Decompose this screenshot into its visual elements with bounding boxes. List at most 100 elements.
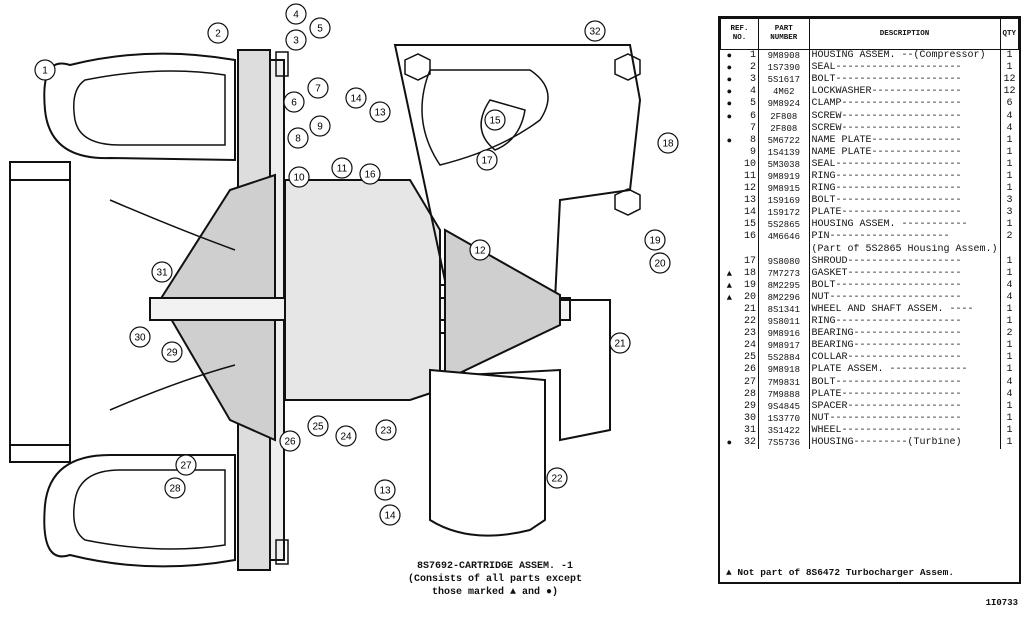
row-qty: 3 [1006, 195, 1013, 207]
callout-circle [345, 87, 367, 109]
row-ref-no: 8 [738, 134, 760, 147]
callout-number: 12 [474, 246, 486, 257]
row-description: WHEEL-------------------- [809, 424, 1001, 437]
row-ref-no: 4 [738, 86, 760, 99]
row-part-number: 9M8916 [758, 328, 810, 341]
row-part-number: 9M8918 [758, 364, 810, 377]
row-description: (Part of 5S2865 Housing Assem.) [809, 243, 1001, 256]
callout-circle [164, 477, 186, 499]
row-ref-no: 9 [738, 146, 760, 159]
callout-circle [584, 20, 606, 42]
callout-number: 8 [295, 134, 301, 145]
callout-number: 24 [340, 432, 352, 443]
row-marker [721, 389, 739, 401]
row-qty: 1 [1006, 364, 1013, 376]
row-part-number: 5S2865 [758, 219, 810, 232]
row-description: SEAL--------------------- [809, 62, 1001, 75]
callout-circle [307, 77, 329, 99]
row-description: NAME PLATE--------------- [809, 146, 1001, 159]
row-part-number: 8M2296 [758, 291, 810, 304]
row-ref-no: 31 [738, 424, 760, 437]
row-qty: 1 [1006, 219, 1013, 231]
row-description: SEAL--------------------- [809, 158, 1001, 171]
row-description: PLATE ASSEM. ------------- [809, 364, 1001, 377]
row-marker [721, 219, 739, 231]
callout-28: 28 [164, 477, 186, 499]
callout-circle [375, 419, 397, 441]
cartridge-caption: 8S7692-CARTRIDGE ASSEM. -1 (Consists of … [380, 560, 610, 599]
row-ref-no: 32 [738, 437, 760, 450]
row-description: NUT---------------------- [809, 412, 1001, 425]
row-ref-no: 7 [738, 122, 760, 135]
row-description: PIN-------------------- [809, 231, 1001, 244]
row-marker: ▲ [726, 280, 733, 291]
row-qty: 1 [1006, 255, 1013, 267]
row-marker [721, 123, 739, 135]
callout-circle [309, 115, 331, 137]
row-qty: 1 [1006, 170, 1013, 182]
turbine-housing [393, 44, 642, 442]
row-qty: 1 [1006, 424, 1013, 436]
callout-29: 29 [161, 341, 183, 363]
row-description: RING--------------------- [809, 170, 1001, 184]
callout-number: 7 [315, 84, 321, 95]
row-ref-no: 11 [738, 170, 760, 184]
row-qty: 1 [1006, 183, 1013, 195]
callout-21: 21 [609, 332, 631, 354]
row-qty: 2 [1006, 328, 1013, 340]
row-part-number: 8M2295 [758, 279, 810, 292]
row-ref-no: 1 [738, 49, 760, 63]
row-part-number: 3S1422 [758, 424, 810, 437]
row-part-number: 2F808 [758, 122, 810, 135]
row-part-number: 1S9172 [758, 207, 810, 220]
caption-line-3: those marked ▲ and ●) [431, 587, 559, 598]
row-description: BEARING------------------ [809, 340, 1001, 353]
compressor-inlet [9, 161, 71, 463]
callout-3: 3 [285, 29, 307, 51]
callout-25: 25 [307, 415, 329, 437]
row-qty: 4 [1006, 376, 1013, 388]
row-marker [721, 183, 739, 195]
row-part-number: 1S7390 [758, 62, 810, 75]
row-description: WHEEL AND SHAFT ASSEM. ---- [809, 303, 1001, 317]
row-ref-no: 27 [738, 376, 760, 389]
row-part-number: 7M9888 [758, 388, 810, 401]
row-qty: 1 [1006, 352, 1013, 364]
callout-circle [476, 149, 498, 171]
row-marker [721, 340, 739, 352]
row-qty: 1 [1006, 267, 1013, 279]
callout-number: 13 [379, 486, 391, 497]
row-qty: 1 [1006, 400, 1013, 412]
callout-circle [649, 252, 671, 274]
callout-circle [331, 157, 353, 179]
row-description: SHROUD------------------- [809, 255, 1001, 268]
cutaway-svg: 1234567891011121313141415161718192021222… [9, 3, 679, 571]
callout-circle [644, 229, 666, 251]
row-part-number: 5M3038 [758, 158, 810, 171]
header-description: DESCRIPTION [808, 18, 1001, 50]
row-qty: 4 [1006, 291, 1013, 303]
center-housing [284, 179, 441, 401]
row-qty: 1 [1006, 62, 1013, 74]
callout-circle [151, 261, 173, 283]
row-qty: 1 [1006, 340, 1013, 352]
row-qty: 4 [1006, 388, 1013, 400]
row-part-number: 9S8080 [758, 255, 810, 268]
callout-circle [309, 17, 331, 39]
row-marker [721, 171, 739, 183]
callout-14: 14 [379, 504, 401, 526]
row-marker [721, 207, 739, 219]
callout-circle [34, 59, 56, 81]
callout-number: 18 [662, 139, 674, 150]
compressor-housing-outline [43, 52, 236, 162]
callout-6: 6 [283, 91, 305, 113]
callout-circle [369, 101, 391, 123]
